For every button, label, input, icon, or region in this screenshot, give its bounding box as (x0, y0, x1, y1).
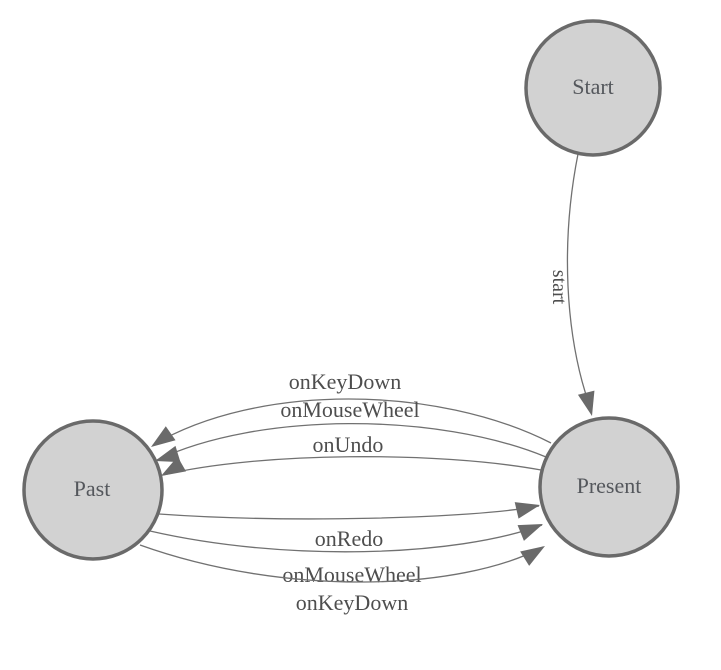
edge-present-to-past-onundo-line (162, 456, 542, 476)
edge-start-to-present-line (566, 153, 592, 411)
node-start-label: Start (572, 74, 614, 99)
edge-present-to-past-onundo-arrowhead-icon (161, 456, 187, 476)
edge-past-to-present-onredo-line (158, 505, 540, 520)
edge-label-start: start (548, 270, 570, 305)
node-past: Past (22, 419, 164, 561)
edge-present-to-past-onundo: onUndo (161, 432, 542, 476)
edge-present-to-past-onkeydown-line (152, 398, 552, 446)
edge-present-to-past-onkeydown: onKeyDown (151, 369, 552, 447)
edge-past-to-present-onmousewheel: onMouseWheel (149, 524, 543, 587)
edge-label-onredo: onRedo (315, 526, 383, 551)
edge-label-onkeydown-lower: onKeyDown (296, 590, 408, 615)
edge-label-onundo: onUndo (313, 432, 384, 457)
edge-present-to-past-onmousewheel-arrowhead-icon (155, 445, 181, 463)
edge-past-to-present-onkeydown: onKeyDown (139, 544, 545, 615)
node-present-label: Present (577, 473, 642, 498)
edge-past-to-present-onkeydown-arrowhead-icon (520, 546, 545, 566)
edge-past-to-present-onredo-arrowhead-icon (514, 502, 540, 519)
edge-label-onmousewheel-upper: onMouseWheel (280, 397, 419, 422)
edge-label-onkeydown-upper: onKeyDown (289, 369, 401, 394)
edge-present-to-past-onmousewheel: onMouseWheel (155, 397, 547, 463)
node-start: Start (524, 19, 662, 157)
edge-past-to-present-onmousewheel-line (149, 524, 543, 553)
edge-past-to-present-onredo: onRedo (158, 502, 540, 551)
edge-past-to-present-onkeydown-line (139, 544, 544, 583)
edge-present-to-past-onkeydown-arrowhead-icon (151, 426, 176, 447)
node-past-label: Past (74, 476, 111, 501)
node-present-circle (538, 416, 680, 558)
edge-label-onmousewheel-lower: onMouseWheel (282, 562, 421, 587)
node-past-circle (22, 419, 164, 561)
edge-start-to-present-arrowhead-icon (577, 390, 595, 416)
node-present: Present (538, 416, 680, 558)
edge-start-to-present: start (548, 153, 595, 416)
edge-past-to-present-onmousewheel-arrowhead-icon (517, 524, 543, 541)
node-start-circle (524, 19, 662, 157)
edge-present-to-past-onmousewheel-line (156, 423, 547, 461)
